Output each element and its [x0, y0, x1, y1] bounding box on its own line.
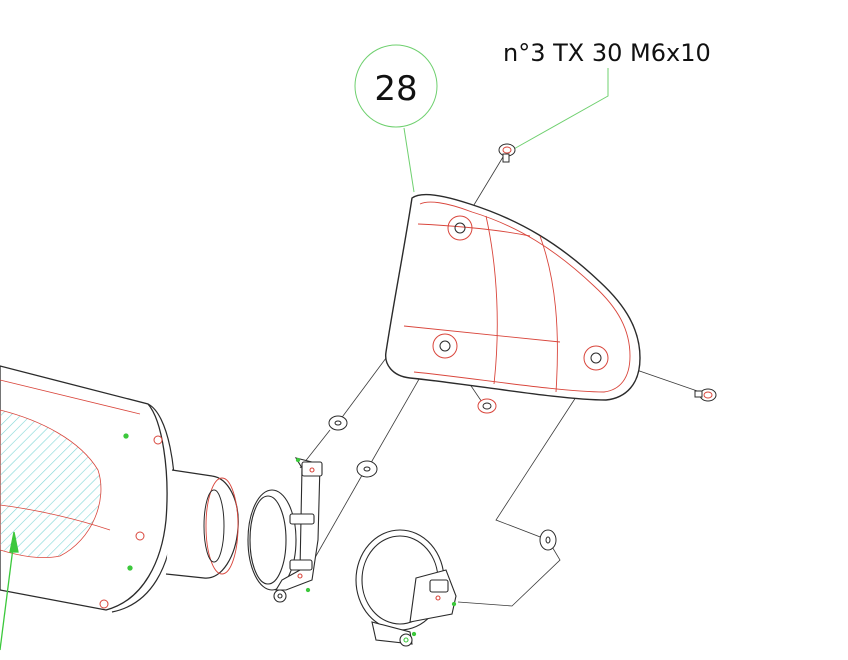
bracket-bolt	[273, 589, 287, 603]
silencer	[0, 365, 239, 651]
washer-1	[328, 415, 348, 431]
screw-right	[694, 388, 717, 402]
hose-clamp-screw	[399, 633, 413, 647]
hose-clamp	[355, 529, 457, 647]
hose-clamp-housing	[409, 569, 457, 623]
callout-28-leader	[403, 127, 415, 193]
screw-spec-label: n°3 TX 30 M6x10	[503, 39, 711, 67]
callout-leaders	[403, 68, 609, 193]
bracket-ring	[247, 489, 297, 591]
callout-28: 28	[354, 44, 438, 128]
direction-markers	[0, 433, 133, 651]
screws	[477, 143, 717, 414]
screw-top	[498, 143, 516, 163]
screw-middle	[477, 398, 497, 414]
callout-circle	[354, 44, 438, 128]
callout-number: 28	[374, 69, 417, 109]
shield-mount-holes	[432, 215, 609, 371]
screw-spec-leader	[511, 68, 609, 151]
washer-2	[356, 460, 378, 478]
heat-shield	[385, 193, 641, 401]
silencer-outlet	[165, 469, 239, 579]
silencer-hatch	[0, 409, 102, 558]
bracket-clamp	[247, 457, 323, 603]
endcap-rivets	[99, 435, 163, 609]
washer-3	[539, 529, 557, 551]
heat-shield-outline	[385, 193, 641, 401]
washers	[328, 415, 557, 551]
